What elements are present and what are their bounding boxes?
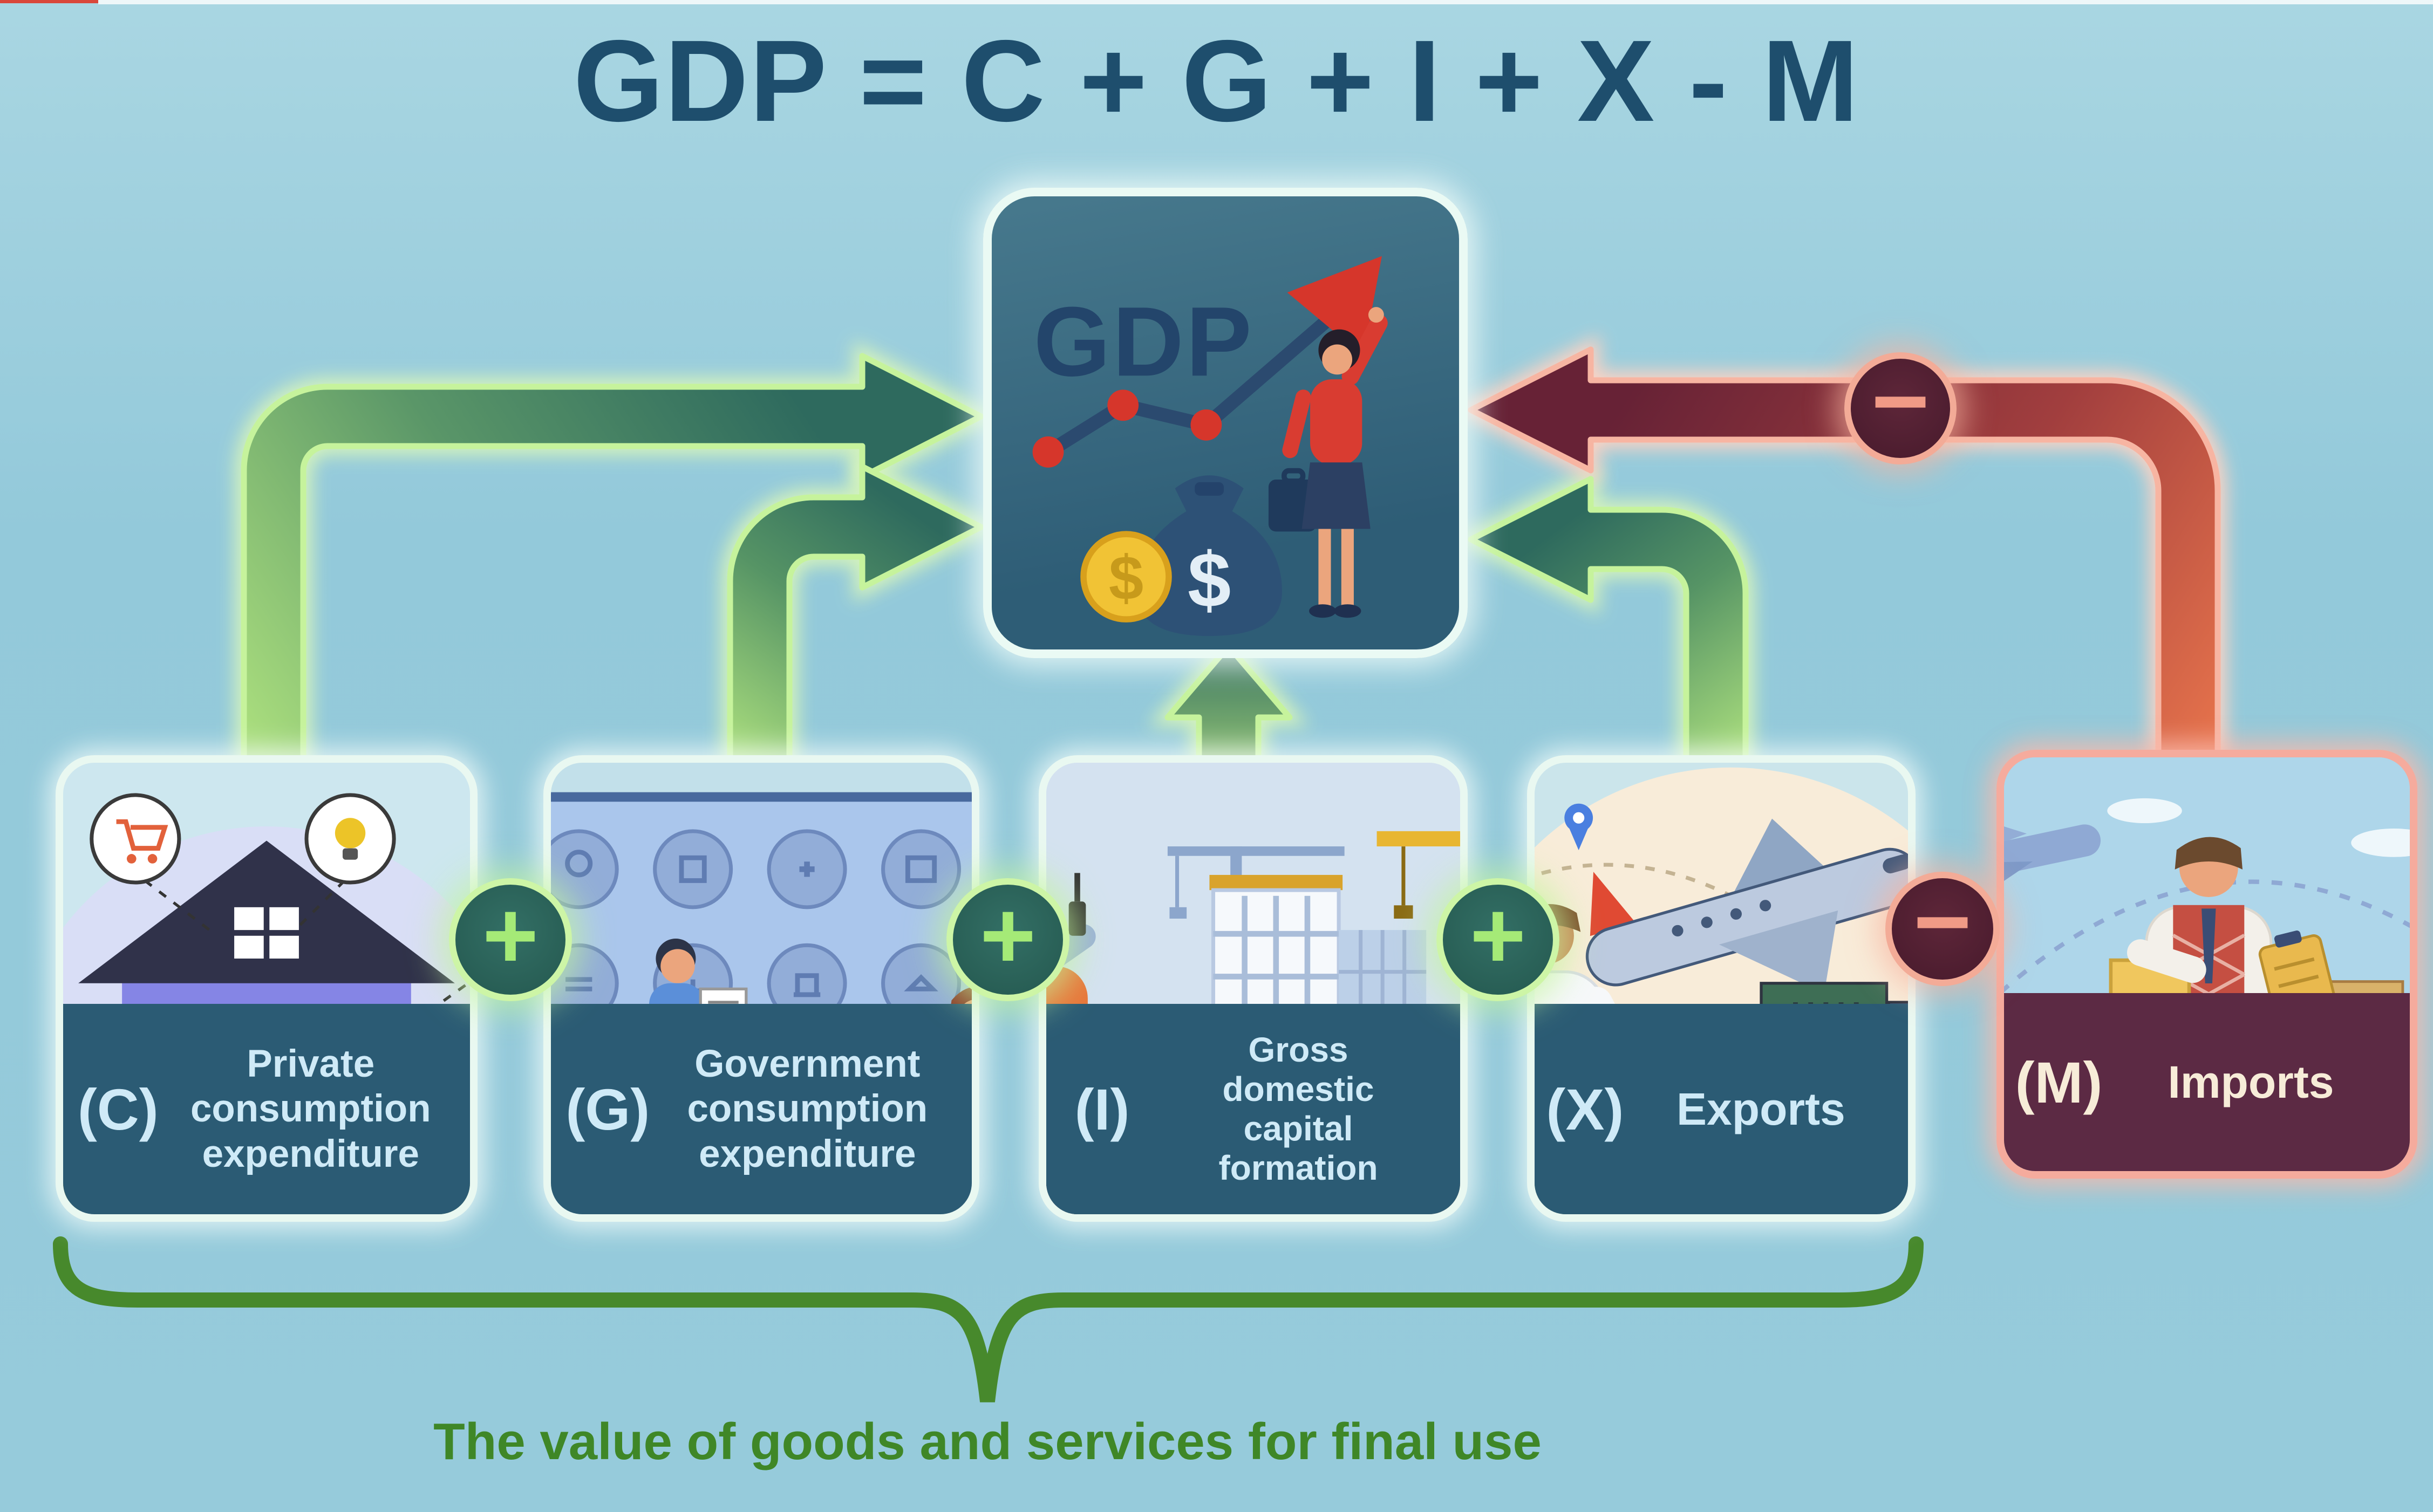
component-name: Gross domestic capital formation: [1218, 1030, 1378, 1187]
minus-operator-x-m: −: [1885, 872, 2000, 986]
final-use-brace: [53, 1236, 1924, 1402]
component-name: Exports: [1676, 1083, 1845, 1134]
cargo-airplane-icon: [2004, 811, 2101, 915]
component-label-band: (X) Exports: [1535, 1004, 1908, 1214]
cargo-airplane-icon: [1585, 818, 1908, 994]
shopping-cart-icon: [90, 793, 181, 885]
page-title: GDP = C + G + I + X - M: [573, 16, 1860, 146]
light-bulb-icon: [304, 793, 396, 885]
component-box-private-consumption: $: [56, 755, 478, 1222]
component-name: Private consumption expenditure: [190, 1043, 431, 1175]
component-label-band: (C) Private consumption expenditure: [63, 1004, 470, 1214]
edge-artifact-red: [0, 0, 98, 3]
edge-artifact-white: [98, 0, 2433, 4]
public-service-icons: [551, 829, 962, 1023]
government-to-gdp-arrow: [727, 463, 984, 775]
component-label-band: (I) Gross domestic capital formation: [1046, 1004, 1460, 1214]
gdp-center-box: GDP $ $: [983, 188, 1468, 658]
component-name: Government consumption expenditure: [687, 1043, 928, 1175]
gdp-illustration: GDP $ $: [1032, 256, 1388, 636]
growth-arrow-icon: [1287, 256, 1382, 356]
component-box-capital-formation: (I) Gross domestic capital formation: [1039, 755, 1468, 1222]
component-code: (X): [1546, 1076, 1624, 1142]
plus-operator-g-i: +: [946, 878, 1069, 1001]
line-chart-icon: [1032, 309, 1339, 468]
gdp-label: GDP: [1034, 286, 1254, 396]
money-bag-icon: $: [1136, 475, 1282, 636]
component-label-band: (M) Imports: [2004, 993, 2410, 1171]
tower-crane-icon: [1376, 831, 1460, 919]
walkie-talkie-icon: [1068, 873, 1086, 936]
component-label-band: (G) Government consumption expenditure: [551, 1004, 972, 1214]
plus-operator-i-x: +: [1436, 878, 1559, 1001]
plus-operator-c-g: +: [449, 878, 572, 1001]
minus-badge-imports-arrow: −: [1844, 351, 1957, 464]
svg-text:$: $: [1109, 544, 1143, 613]
component-box-imports: (M) Imports: [1996, 750, 2417, 1179]
component-name: Imports: [2168, 1056, 2334, 1107]
component-code: (M): [2015, 1049, 2103, 1115]
investment-to-gdp-arrow: [1164, 643, 1293, 775]
component-box-government-consumption: (G) Government consumption expenditure: [543, 755, 979, 1222]
imports-to-gdp-arrow: [1468, 346, 2221, 775]
exports-to-gdp-arrow: [1468, 476, 1749, 775]
component-box-exports: (X) Exports: [1527, 755, 1916, 1222]
component-code: (G): [565, 1076, 650, 1142]
svg-text:$: $: [1188, 536, 1231, 624]
final-use-caption: The value of goods and services for fina…: [433, 1413, 1542, 1470]
component-code: (C): [77, 1076, 159, 1142]
dollar-coin-icon: $: [1080, 531, 1172, 622]
businesswoman-figure: [1268, 307, 1388, 618]
consumption-to-gdp-arrow: [241, 353, 984, 775]
component-code: (I): [1074, 1076, 1130, 1142]
location-pin-icon: [1564, 803, 1593, 851]
